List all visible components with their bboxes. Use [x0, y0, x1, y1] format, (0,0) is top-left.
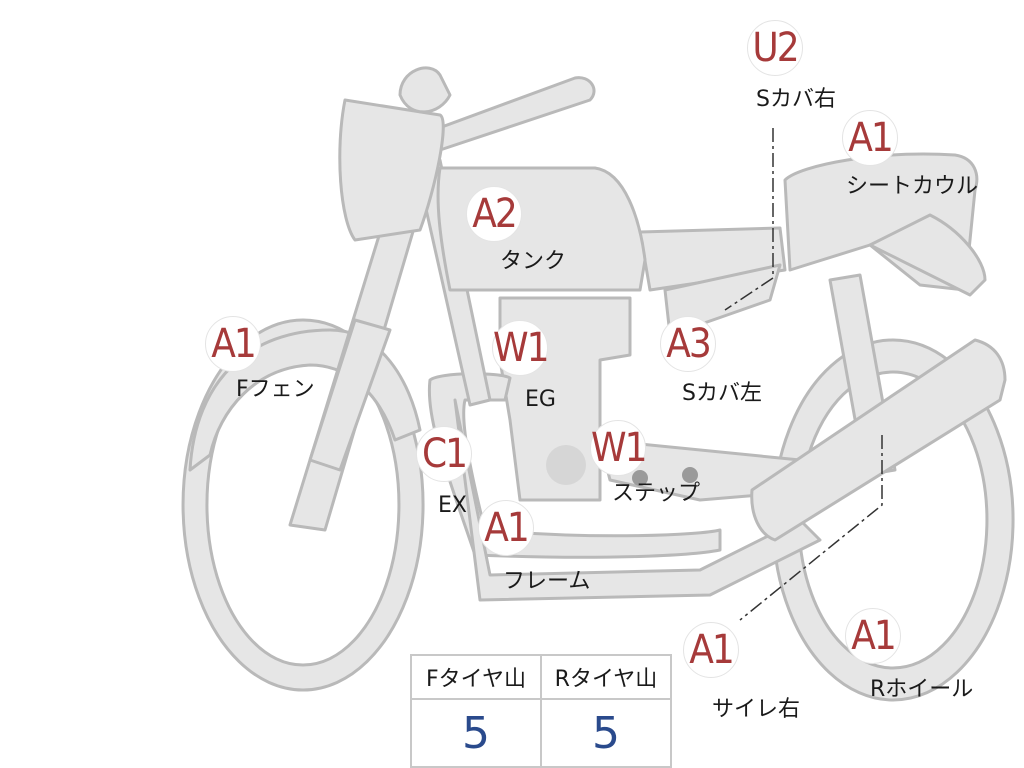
label-exhaust: EX	[438, 493, 467, 518]
leader-muffler-right	[739, 435, 883, 621]
rear-tire-value: 5	[540, 698, 672, 768]
label-muffler-right: サイレ右	[712, 697, 801, 722]
handlebar	[418, 76, 596, 152]
code-badge-seat-cowl: A1	[842, 110, 898, 166]
label-step: ステップ	[612, 481, 701, 506]
fork-slider	[308, 318, 392, 472]
label-seat-cowl: シートカウル	[846, 174, 979, 199]
engine-case	[546, 445, 586, 485]
mirror	[398, 66, 452, 114]
front-tire-header: Fタイヤ山	[410, 654, 542, 700]
code-badge-exhaust: C1	[416, 426, 472, 482]
label-rear-wheel: Rホイール	[870, 677, 974, 702]
lower-frame	[453, 398, 822, 602]
tire-tread-table: Fタイヤ山 Rタイヤ山 5 5	[410, 654, 672, 768]
rear-tire-header: Rタイヤ山	[540, 654, 672, 700]
code-badge-step: W1	[590, 420, 647, 476]
code-badge-side-cover-left: A3	[660, 316, 716, 372]
code-badge-frame: A1	[478, 500, 534, 556]
leader-side-cover-right	[724, 128, 774, 311]
rear-wheel-shape	[771, 338, 1015, 702]
label-side-cover-left: Sカバ左	[682, 381, 762, 406]
code-badge-tank: A2	[466, 186, 522, 242]
label-side-cover-right: Sカバ右	[756, 87, 836, 112]
step-peg-rear	[682, 467, 698, 483]
headlight	[338, 98, 445, 242]
code-badge-engine: W1	[492, 320, 549, 376]
label-frame: フレーム	[503, 569, 591, 594]
step-peg-front	[632, 470, 648, 486]
code-badge-fender-front: A1	[205, 316, 261, 372]
label-fender-front: Fフェン	[236, 377, 315, 402]
code-badge-rear-wheel: A1	[845, 608, 901, 664]
label-tank: タンク	[500, 249, 567, 274]
muffler	[750, 338, 1007, 542]
front-tire-value: 5	[410, 698, 542, 768]
code-badge-side-cover-right: U2	[747, 20, 803, 76]
label-engine: EG	[525, 387, 556, 412]
rear-fender	[868, 213, 987, 297]
code-badge-muffler-right: A1	[683, 622, 739, 678]
